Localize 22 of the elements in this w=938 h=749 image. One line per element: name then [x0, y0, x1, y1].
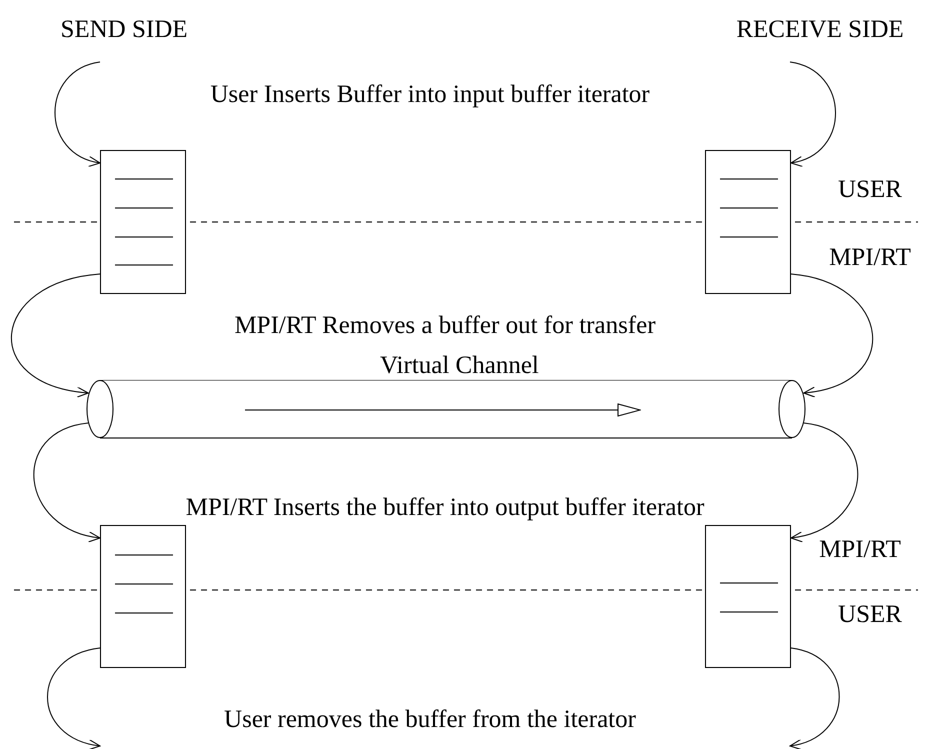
curved-arrow [790, 422, 858, 542]
curved-arrow [790, 62, 836, 166]
curved-arrow [11, 274, 100, 397]
text-label: MPI/RT [819, 536, 901, 564]
text-label: User Inserts Buffer into input buffer iterator [210, 81, 650, 109]
text-label: MPI/RT Removes a buffer out for transfer [234, 312, 656, 340]
buffer-box [100, 150, 186, 294]
text-label: SEND SIDE [60, 16, 188, 44]
curved-arrow [790, 274, 873, 397]
text-label: MPI/RT Inserts the buffer into output buffer iterator [186, 494, 704, 522]
buffer-box [705, 150, 791, 294]
curved-arrow [790, 648, 840, 749]
buffer-box [705, 525, 791, 668]
curved-arrow [47, 648, 100, 749]
text-label: MPI/RT [829, 244, 911, 272]
buffer-box [100, 525, 186, 668]
text-label: USER [838, 601, 902, 629]
text-label: RECEIVE SIDE [736, 16, 904, 44]
text-label: USER [838, 176, 902, 204]
text-label: User removes the buffer from the iterator [224, 706, 636, 734]
curved-arrow [54, 62, 100, 166]
curved-arrow [34, 422, 100, 542]
